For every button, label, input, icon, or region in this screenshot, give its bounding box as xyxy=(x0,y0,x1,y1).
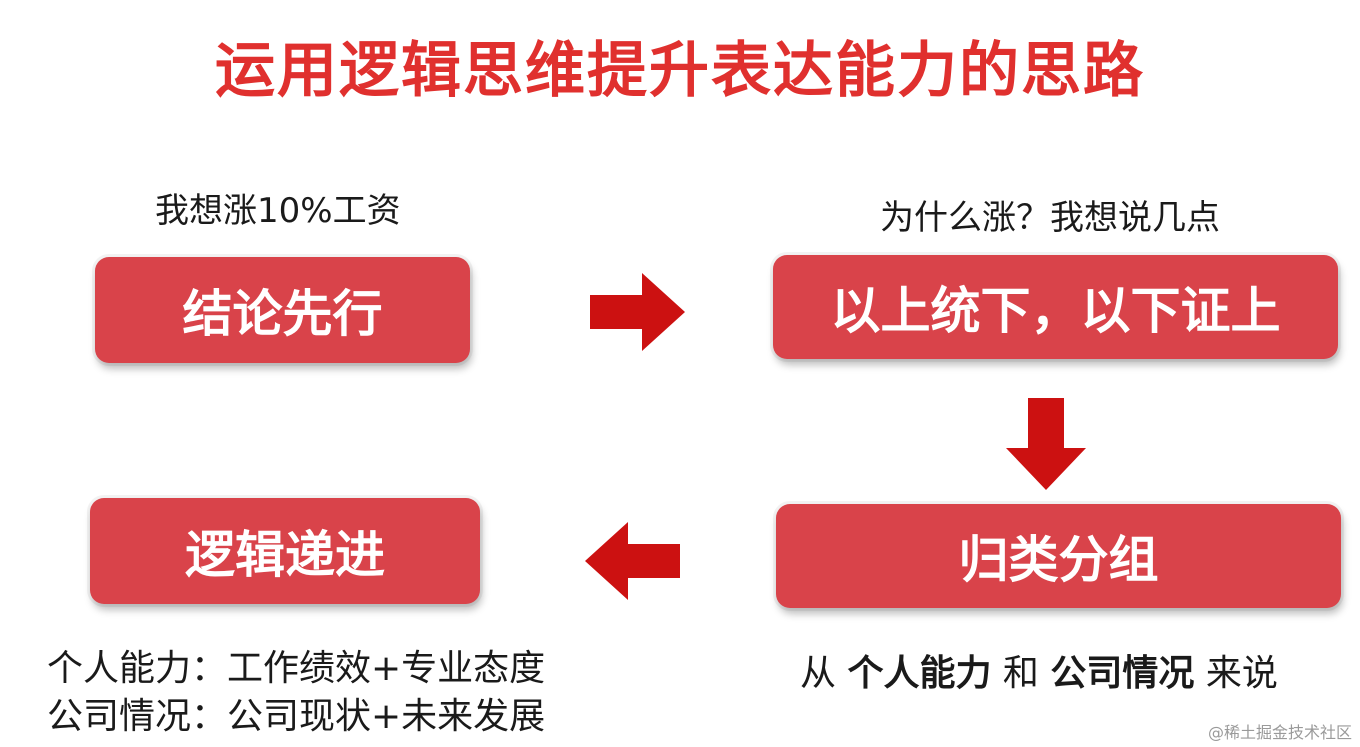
step4-note-line2: 公司情况：公司现状+未来发展 xyxy=(47,696,546,737)
step2-caption: 为什么涨？我想说几点 xyxy=(880,198,1220,238)
arrow-right-icon xyxy=(590,273,685,351)
slide-title: 运用逻辑思维提升表达能力的思路 xyxy=(215,36,1145,106)
step4-box: 逻辑递进 xyxy=(90,498,480,604)
arrow-left-icon xyxy=(585,522,680,600)
step1-caption: 我想涨10%工资 xyxy=(155,191,401,231)
step3-label: 归类分组 xyxy=(958,531,1159,589)
step1-label: 结论先行 xyxy=(182,285,383,343)
step3-note-company: 公司情况 xyxy=(1050,653,1195,694)
step4-label: 逻辑递进 xyxy=(185,526,385,584)
step3-box: 归类分组 xyxy=(776,504,1341,608)
step3-note-prefix: 从 xyxy=(800,653,848,694)
step3-note-and: 和 xyxy=(991,653,1051,694)
watermark: @稀土掘金技术社区 xyxy=(1207,723,1352,742)
step1-box: 结论先行 xyxy=(95,257,470,363)
step3-note: 从 个人能力 和 公司情况 来说 xyxy=(800,650,1278,698)
step4-note-line1: 个人能力：工作绩效+专业态度 xyxy=(47,648,546,689)
arrow-down-icon xyxy=(1006,398,1086,490)
step3-note-suffix: 来说 xyxy=(1194,653,1278,694)
step2-box: 以上统下，以下证上 xyxy=(773,255,1338,359)
step2-label: 以上统下，以下证上 xyxy=(830,282,1281,340)
step3-note-personal: 个人能力 xyxy=(847,653,992,694)
